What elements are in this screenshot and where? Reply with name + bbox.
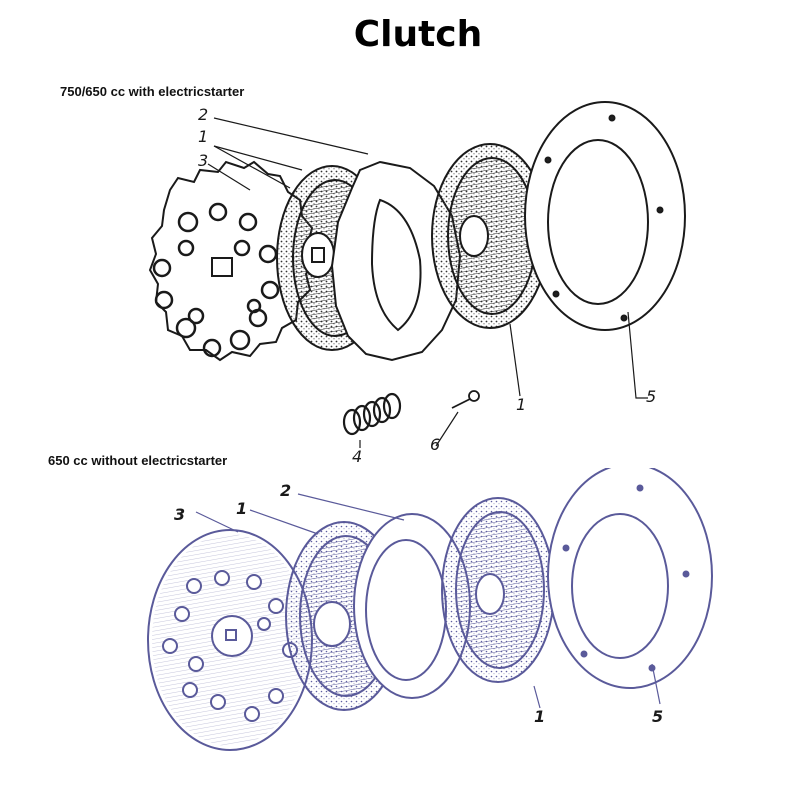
callout-5-bottom: 5 — [652, 707, 663, 726]
backing-ring-bottom — [547, 468, 713, 689]
callout-6-top: 6 — [430, 435, 440, 454]
steel-plate-notched-top — [330, 160, 462, 362]
pressure-plate-bottom — [147, 529, 313, 751]
callout-1-bottom-right: 1 — [534, 707, 545, 726]
callout-1-top-right: 1 — [516, 395, 526, 414]
friction-disc-bottom-2 — [441, 497, 555, 683]
spring-part-4 — [342, 392, 402, 436]
callout-1-top: 1 — [198, 127, 208, 146]
friction-disc-top-2 — [431, 143, 549, 329]
clutch-diagram-electric-starter: 2 1 3 1 5 4 6 — [148, 101, 686, 466]
steel-plate-bottom — [353, 513, 471, 699]
section-label-electric-starter: 750/650 cc with electricstarter — [60, 84, 245, 99]
section-label-no-electric-starter: 650 cc without electricstarter — [48, 453, 228, 468]
callout-3-bottom: 3 — [174, 505, 185, 524]
callout-3-top: 3 — [198, 151, 208, 170]
callout-4-top: 4 — [352, 447, 362, 466]
bolt-part-6 — [451, 390, 480, 409]
clutch-diagram-no-electric-starter: 3 1 2 1 5 — [147, 468, 713, 751]
page-title: Clutch — [353, 14, 483, 55]
backing-ring-top — [524, 101, 686, 331]
callout-2-top: 2 — [198, 105, 208, 124]
callout-1-bottom: 1 — [236, 499, 247, 518]
callout-5-top: 5 — [646, 387, 656, 406]
callout-2-bottom: 2 — [280, 481, 291, 500]
